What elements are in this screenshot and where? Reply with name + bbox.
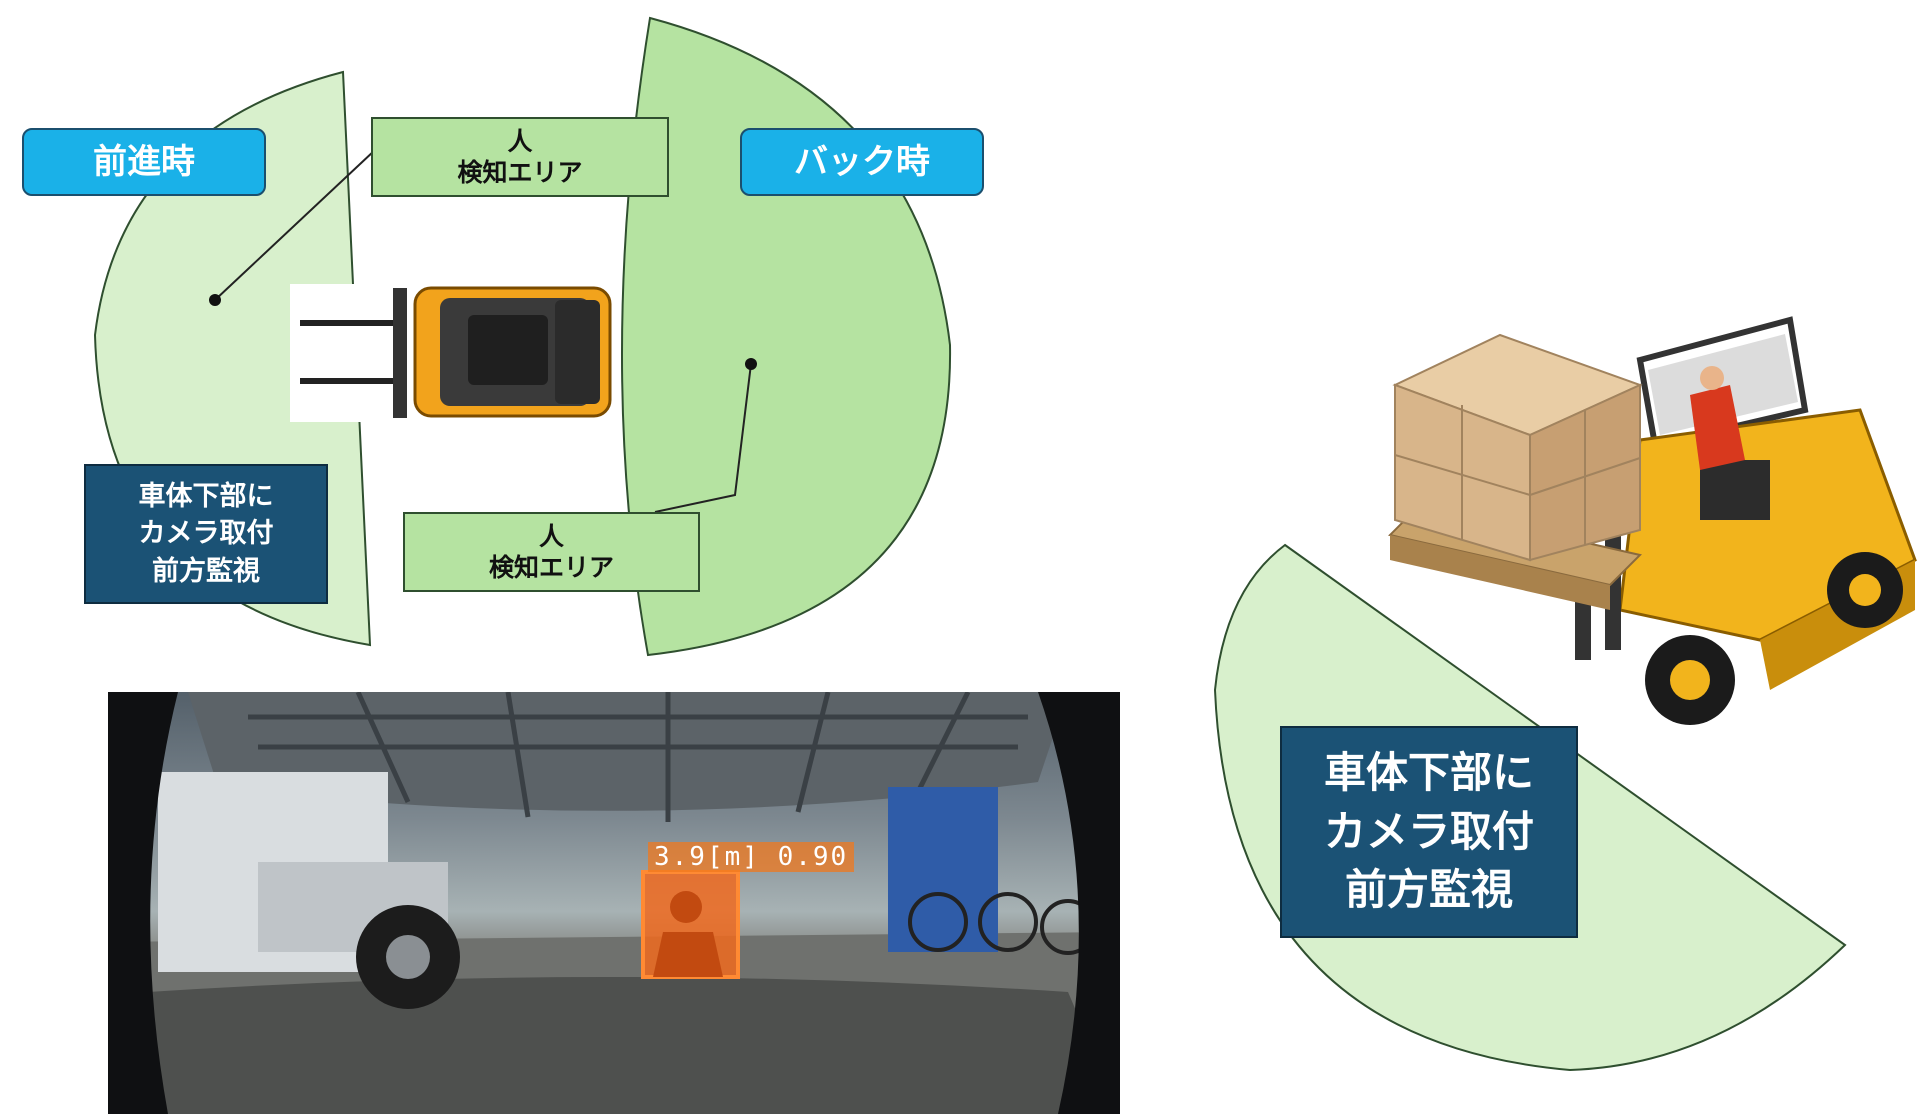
camera-feed-photo: 3.9[m] 0.90 bbox=[108, 692, 1120, 1114]
detection-area-top-line1: 人 bbox=[507, 126, 532, 157]
back-label: バック時 bbox=[740, 128, 984, 196]
camera-mount-small-line3: 前方監視 bbox=[152, 553, 260, 590]
leader-dot-bottom bbox=[745, 358, 757, 370]
detection-area-bottom-line1: 人 bbox=[539, 521, 564, 552]
camera-mount-label-small: 車体下部に カメラ取付 前方監視 bbox=[84, 464, 328, 604]
forklift-top-view bbox=[290, 284, 615, 422]
detection-area-bottom-line2: 検知エリア bbox=[489, 552, 614, 583]
back-label-text: バック時 bbox=[794, 141, 930, 184]
detection-area-label-bottom: 人 検知エリア bbox=[403, 512, 700, 592]
camera-mount-small-line2: カメラ取付 bbox=[139, 515, 274, 552]
detection-area-label-top: 人 検知エリア bbox=[371, 117, 669, 197]
camera-mount-large-line1: 車体下部に bbox=[1324, 744, 1534, 803]
camera-mount-small-line1: 車体下部に bbox=[139, 478, 274, 515]
camera-mount-large-line2: カメラ取付 bbox=[1324, 803, 1534, 862]
detection-readout: 3.9[m] 0.90 bbox=[648, 842, 854, 872]
forklift-isometric bbox=[1390, 320, 1915, 725]
leader-dot-top bbox=[209, 294, 221, 306]
camera-mount-large-line3: 前方監視 bbox=[1345, 861, 1513, 920]
forward-label: 前進時 bbox=[22, 128, 266, 196]
camera-mount-label-large: 車体下部に カメラ取付 前方監視 bbox=[1280, 726, 1578, 938]
detection-box bbox=[643, 872, 738, 977]
detection-area-top-line2: 検知エリア bbox=[457, 157, 582, 188]
forward-label-text: 前進時 bbox=[93, 141, 195, 184]
